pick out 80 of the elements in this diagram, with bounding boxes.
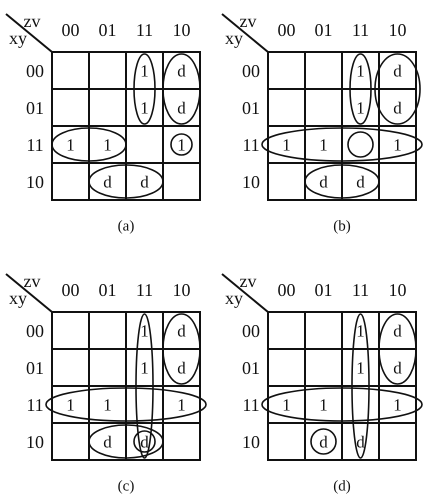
column-header: 10 xyxy=(172,281,190,299)
cell-value: d xyxy=(140,433,149,450)
row-header: 11 xyxy=(242,396,260,414)
column-header: 11 xyxy=(136,21,154,39)
variable-label: zv xyxy=(24,12,40,30)
cell-value: 1 xyxy=(393,136,402,153)
column-header: 00 xyxy=(278,281,296,299)
variable-label: zv xyxy=(24,272,40,290)
cell-value: d xyxy=(177,359,186,376)
cell-value: 1 xyxy=(356,62,365,79)
row-header: 01 xyxy=(26,98,44,116)
cell-value: d xyxy=(393,62,402,79)
cell-value: 1 xyxy=(177,136,186,153)
variable-label: xy xyxy=(225,289,243,307)
cell-value: 1 xyxy=(140,99,149,116)
cell-value: d xyxy=(393,99,402,116)
variable-label: xy xyxy=(9,289,27,307)
column-header: 00 xyxy=(62,21,80,39)
cell-value: d xyxy=(393,359,402,376)
variable-label: zv xyxy=(240,272,256,290)
row-header: 11 xyxy=(26,136,44,154)
cell-value: d xyxy=(177,62,186,79)
cell-value: d xyxy=(103,433,112,450)
cell-value: 1 xyxy=(140,322,149,339)
row-header: 11 xyxy=(26,396,44,414)
cell-value: 1 xyxy=(282,396,291,413)
row-header: 00 xyxy=(26,322,44,340)
cell-value: 1 xyxy=(319,396,328,413)
row-header: 10 xyxy=(242,172,260,190)
cell-value: 1 xyxy=(319,136,328,153)
cell-value: d xyxy=(319,173,328,190)
row-header: 00 xyxy=(242,62,260,80)
cell-value: 1 xyxy=(140,62,149,79)
figure-caption: (a) xyxy=(118,220,134,234)
cell-value: 1 xyxy=(140,359,149,376)
variable-label: zv xyxy=(240,12,256,30)
column-header: 00 xyxy=(278,21,296,39)
cell-value: 1 xyxy=(103,136,112,153)
row-header: 10 xyxy=(26,172,44,190)
cell-value: d xyxy=(319,433,328,450)
cell-value: 1 xyxy=(356,359,365,376)
column-header: 01 xyxy=(98,281,116,299)
column-header: 10 xyxy=(388,21,406,39)
column-header: 11 xyxy=(352,281,370,299)
row-header: 00 xyxy=(26,62,44,80)
variable-label: xy xyxy=(225,29,243,47)
row-header: 10 xyxy=(26,432,44,450)
column-header: 01 xyxy=(314,21,332,39)
row-header: 11 xyxy=(242,136,260,154)
variable-label: xy xyxy=(9,29,27,47)
figure-caption: (d) xyxy=(333,480,351,494)
figure-caption: (c) xyxy=(118,480,134,494)
row-header: 01 xyxy=(242,98,260,116)
cell-value: d xyxy=(140,173,149,190)
cell-value: 1 xyxy=(356,99,365,116)
cell-value: 1 xyxy=(66,396,75,413)
column-header: 01 xyxy=(98,21,116,39)
cell-value: d xyxy=(356,173,365,190)
cell-value: d xyxy=(103,173,112,190)
column-header: 10 xyxy=(172,21,190,39)
cell-value: d xyxy=(177,99,186,116)
cell-value: 1 xyxy=(393,396,402,413)
column-header: 00 xyxy=(62,281,80,299)
figure-caption: (b) xyxy=(333,220,351,234)
cell-value: d xyxy=(356,433,365,450)
cell-value: 1 xyxy=(103,396,112,413)
column-header: 01 xyxy=(314,281,332,299)
cell-value: d xyxy=(177,322,186,339)
cell-value: 1 xyxy=(356,322,365,339)
row-header: 01 xyxy=(242,358,260,376)
cell-value: 1 xyxy=(282,136,291,153)
row-header: 10 xyxy=(242,432,260,450)
column-header: 10 xyxy=(388,281,406,299)
row-header: 01 xyxy=(26,358,44,376)
column-header: 11 xyxy=(352,21,370,39)
cell-value: d xyxy=(393,322,402,339)
cell-value: 1 xyxy=(66,136,75,153)
column-header: 11 xyxy=(136,281,154,299)
row-header: 00 xyxy=(242,322,260,340)
cell-value: 1 xyxy=(177,396,186,413)
